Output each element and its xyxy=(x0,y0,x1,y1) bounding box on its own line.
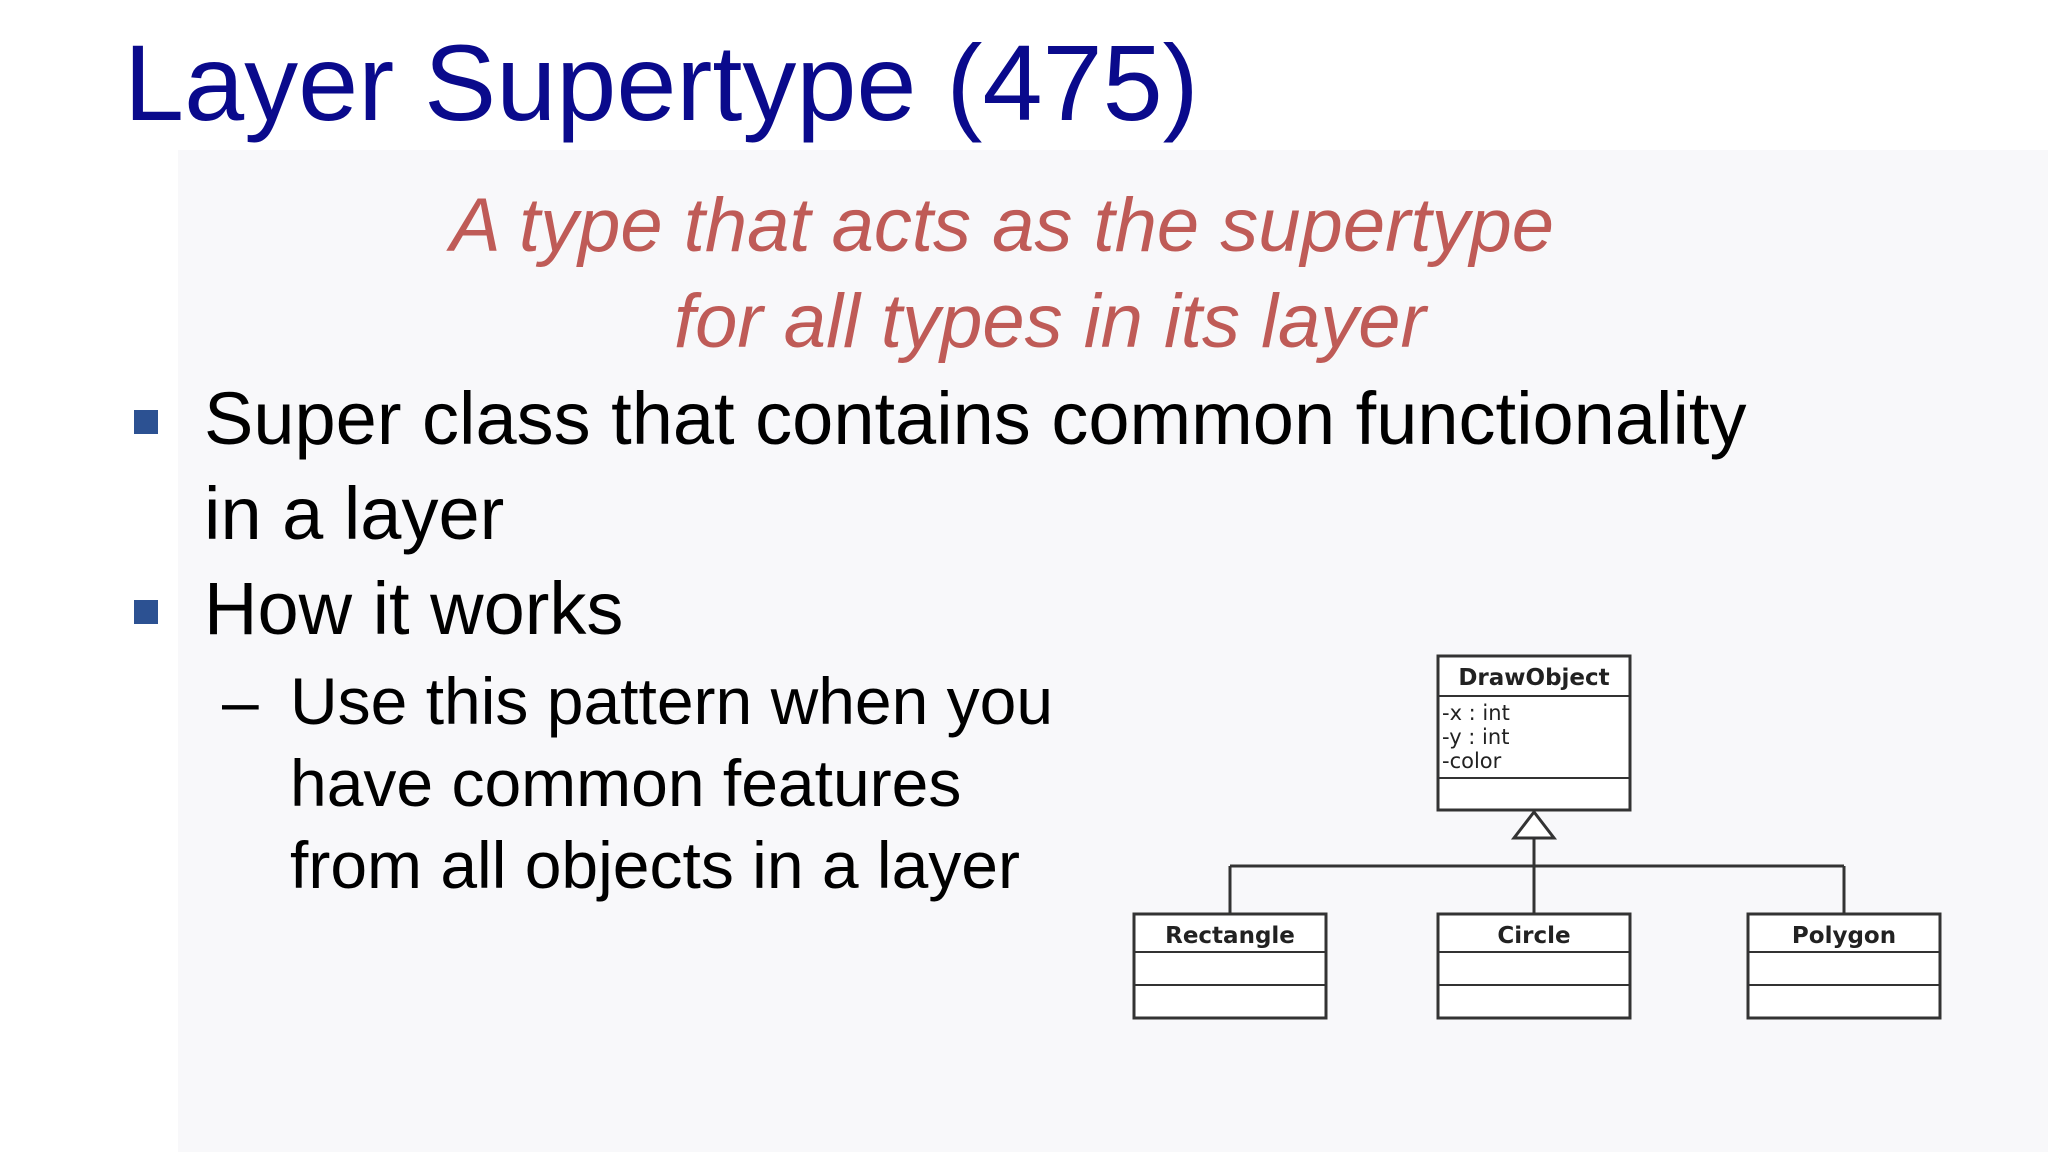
uml-class-box xyxy=(1132,912,1328,1020)
sub-bullet-dash: – xyxy=(222,664,259,738)
bullet-square-icon xyxy=(134,410,158,434)
uml-class-box xyxy=(1436,654,1632,812)
uml-class-box xyxy=(1436,912,1632,1020)
subtitle-line-1: A type that acts as the supertype xyxy=(450,183,1555,268)
uml-class-name: Polygon xyxy=(1792,923,1896,949)
uml-class-drawobject: DrawObject -x : int -y : int -color xyxy=(1436,654,1632,812)
uml-class-polygon: Polygon xyxy=(1746,912,1942,1020)
uml-class-rectangle: Rectangle xyxy=(1132,912,1328,1020)
uml-class-diagram: DrawObject -x : int -y : int -color Rect… xyxy=(1132,654,1942,1020)
uml-class-circle: Circle xyxy=(1436,912,1632,1020)
slide-title: Layer Supertype (475) xyxy=(124,22,1199,143)
bullet-1-line-2: in a layer xyxy=(204,472,505,555)
sub-bullet-line-1: Use this pattern when you xyxy=(290,664,1054,738)
subtitle-line-2: for all types in its layer xyxy=(674,279,1426,364)
uml-class-name: DrawObject xyxy=(1458,665,1609,691)
bullet-2-line-1: How it works xyxy=(204,567,624,650)
bullet-1-line-1: Super class that contains common functio… xyxy=(204,377,1747,460)
uml-attribute: -color xyxy=(1442,749,1502,773)
bullet-square-icon xyxy=(134,600,158,624)
uml-class-box xyxy=(1746,912,1942,1020)
uml-class-name: Circle xyxy=(1497,923,1570,949)
generalization-arrow-icon xyxy=(1510,809,1558,840)
uml-attribute: -y : int xyxy=(1442,725,1509,749)
uml-class-name: Rectangle xyxy=(1165,923,1295,949)
uml-inheritance-connector xyxy=(1228,809,1846,914)
slide-background-panel xyxy=(178,150,2048,1152)
uml-attribute: -x : int xyxy=(1442,701,1510,725)
sub-bullet-line-3: from all objects in a layer xyxy=(290,828,1020,902)
sub-bullet-line-2: have common features xyxy=(290,746,962,820)
